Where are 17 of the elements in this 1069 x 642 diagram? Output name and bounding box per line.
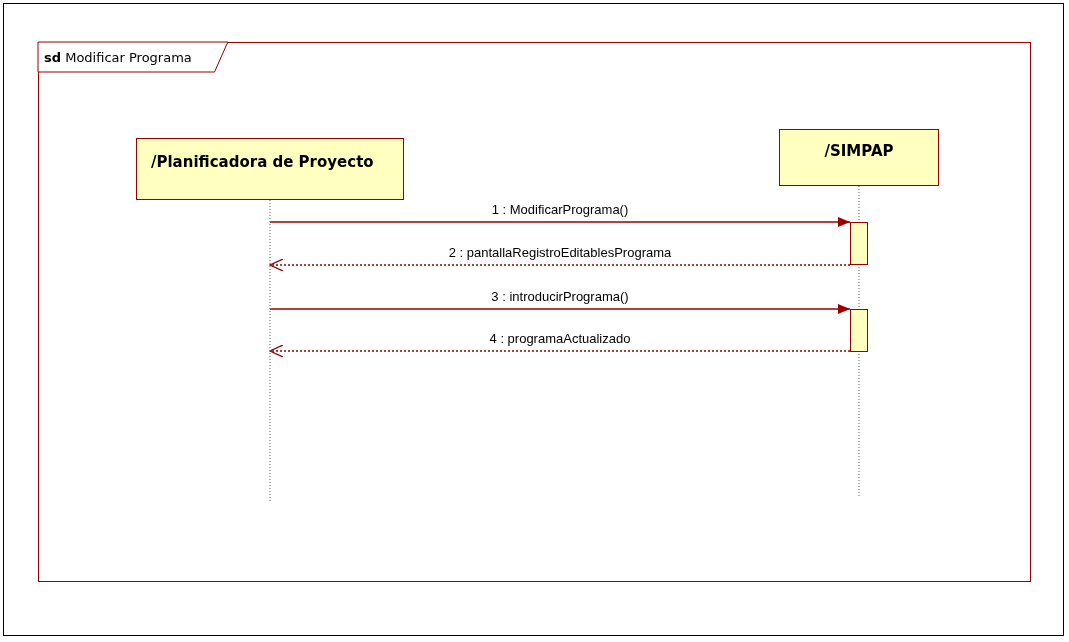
activation-bar	[850, 309, 868, 352]
return-message-arrow	[269, 344, 851, 358]
lifeline-name: /Planificadora de Proyecto	[151, 153, 374, 171]
message-label: 3 : introducirPrograma()	[489, 289, 631, 304]
activation-bar	[850, 222, 868, 265]
lifeline-head	[136, 138, 404, 200]
message-label: 4 : programaActualizado	[487, 331, 633, 346]
message-arrow	[269, 217, 851, 227]
message-arrow	[269, 304, 851, 314]
frame-title: sd Modificar Programa	[44, 50, 192, 65]
message-label: 1 : ModificarPrograma()	[489, 202, 631, 217]
lifeline-head	[779, 129, 939, 186]
lifeline	[269, 199, 271, 504]
frame	[38, 42, 1031, 582]
message-label: 2 : pantallaRegistroEditablesPrograma	[446, 245, 674, 260]
lifeline-name: /SIMPAP	[824, 142, 894, 160]
return-message-arrow	[269, 258, 851, 272]
